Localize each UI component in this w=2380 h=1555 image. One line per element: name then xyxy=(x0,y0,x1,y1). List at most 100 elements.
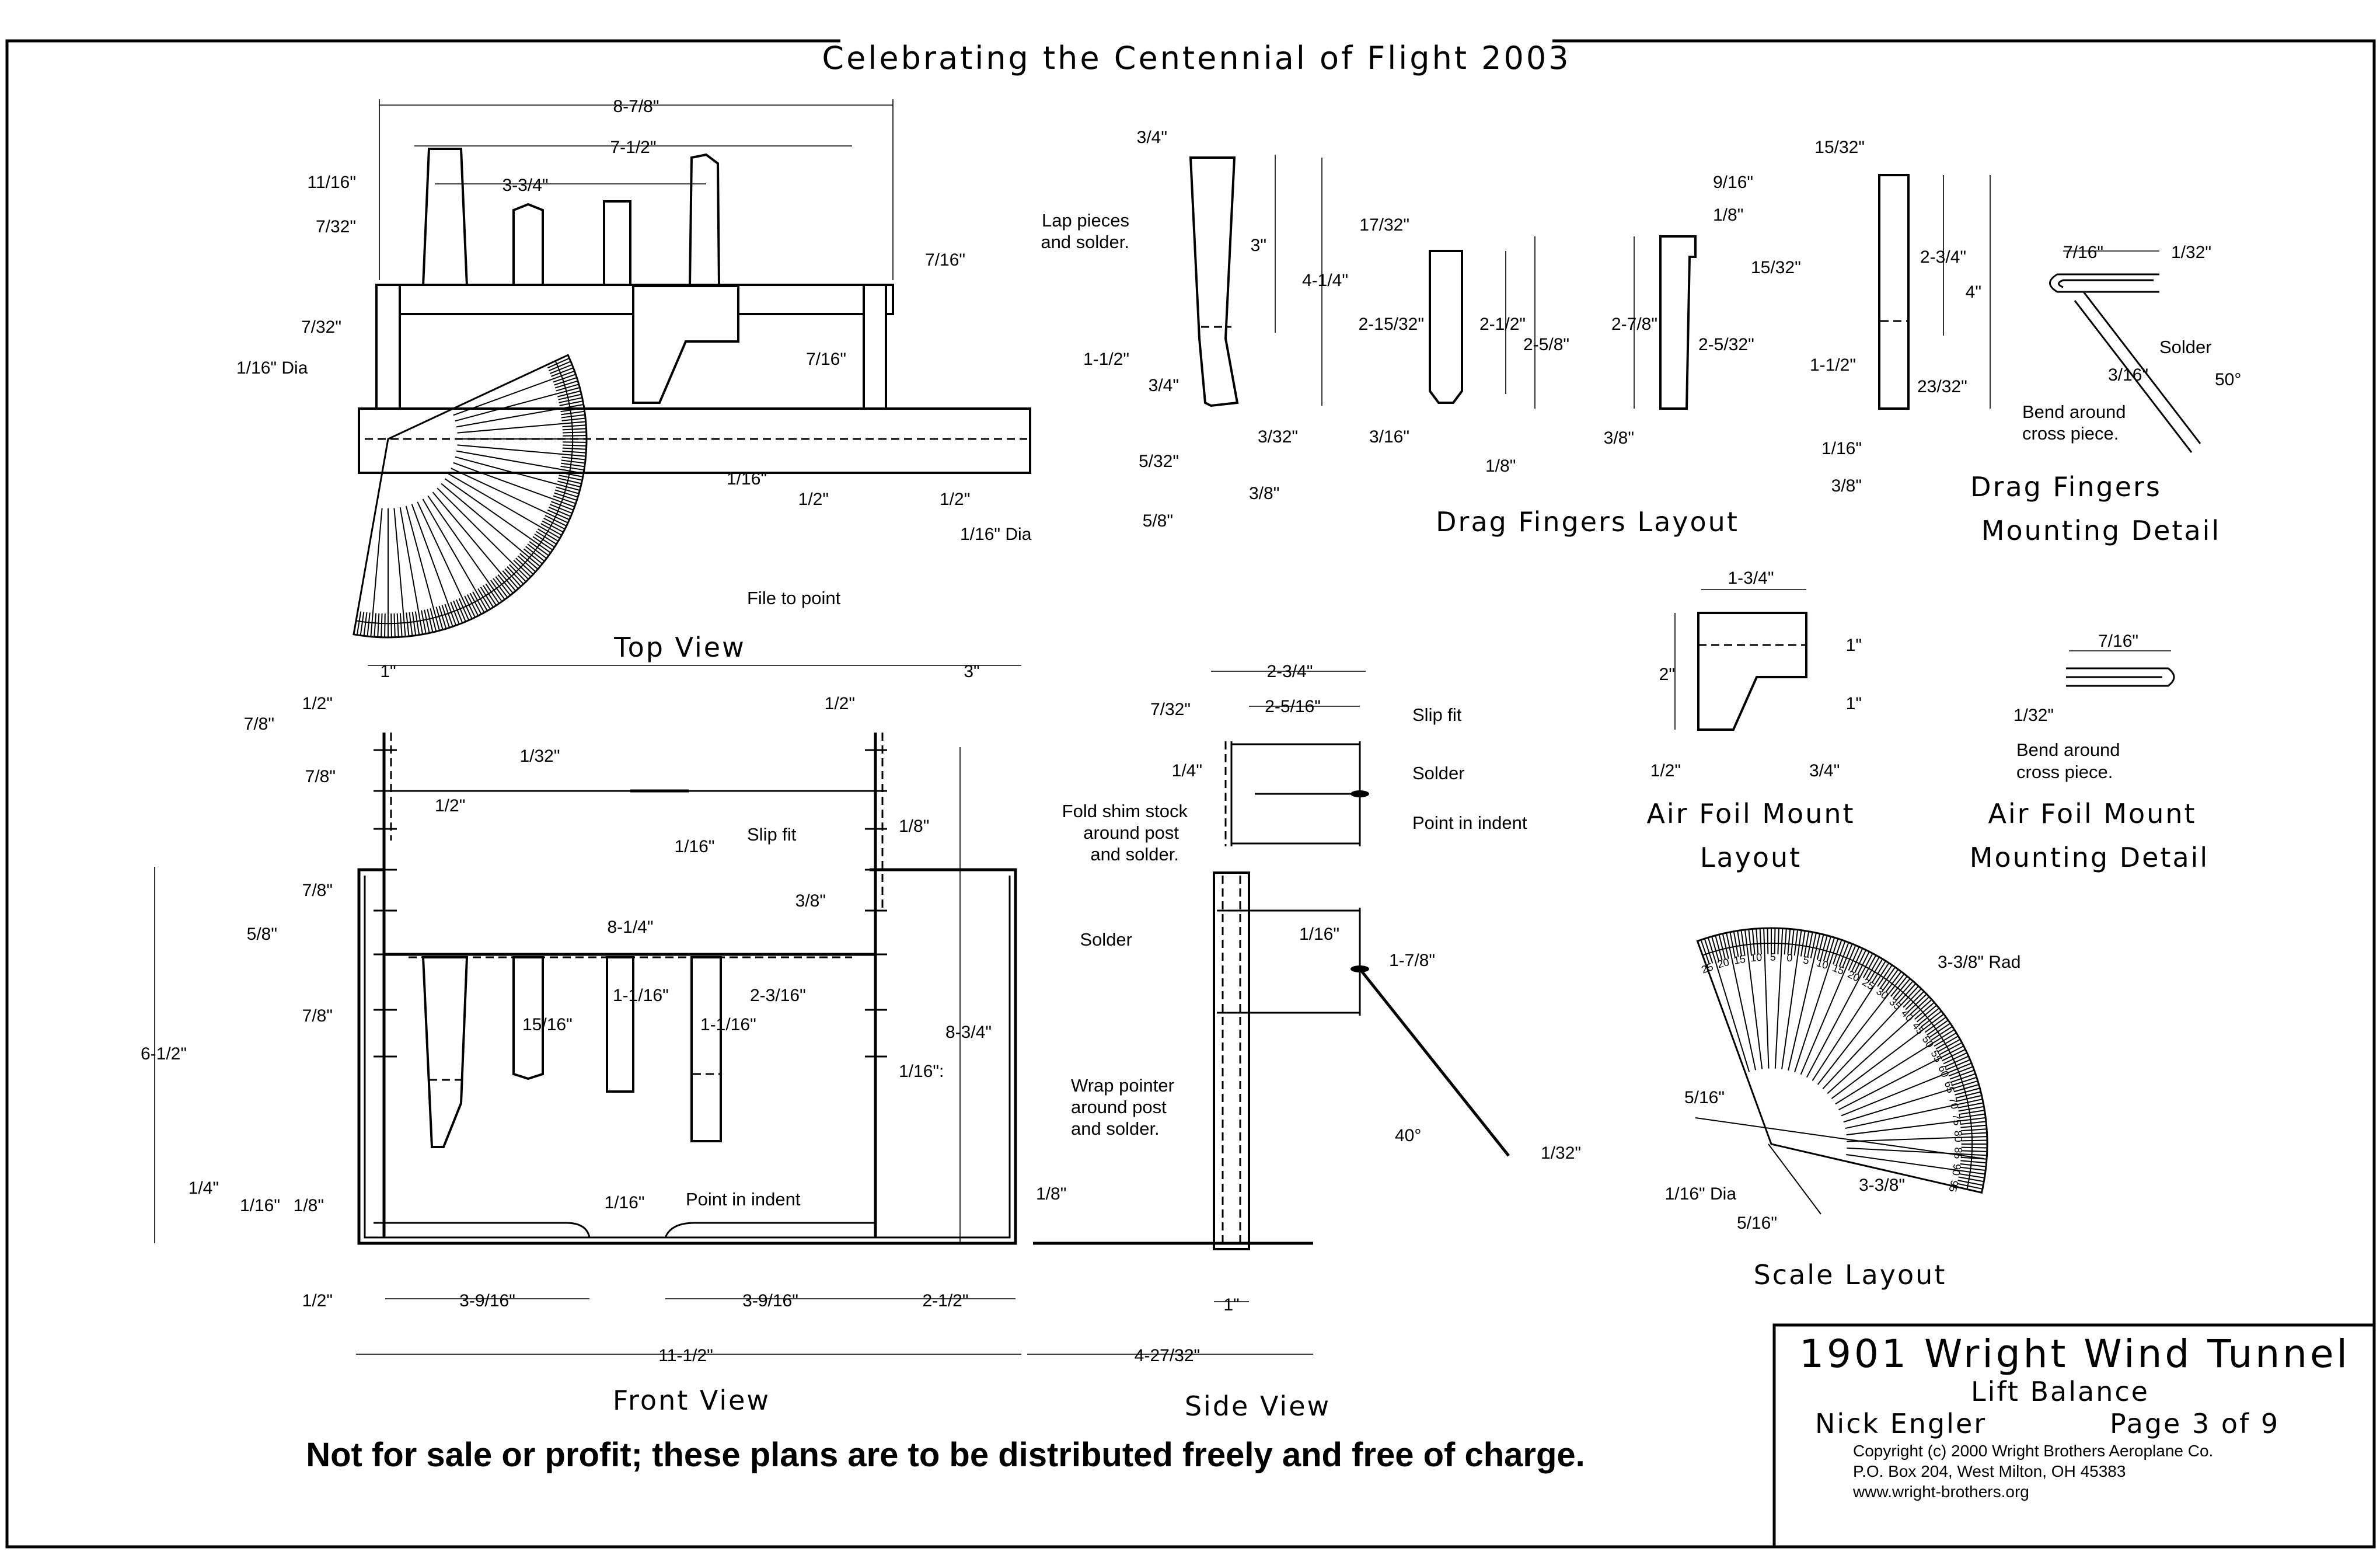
protractor-tick xyxy=(1851,948,1863,972)
protractor-tick xyxy=(556,486,580,494)
protractor-tick xyxy=(562,447,587,450)
protractor-tick xyxy=(1806,953,1873,1078)
protractor-tick xyxy=(542,520,564,533)
dim-df-3-8-c: 3/8" xyxy=(1831,476,1862,496)
distribution-notice: Not for sale or profit; these plans are … xyxy=(306,1436,1585,1474)
protractor-tick xyxy=(1791,929,1795,956)
protractor-tick xyxy=(1807,932,1813,958)
dim-fv-1-2-left: 1/2" xyxy=(302,694,333,713)
note-amd-bend-1: Bend around xyxy=(2016,740,2120,760)
protractor-tick xyxy=(515,557,534,575)
protractor-outline xyxy=(353,354,588,639)
dim-sc-3-3-8: 3-3/8" xyxy=(1859,1176,1905,1195)
protractor-tick xyxy=(1816,934,1824,960)
title-block-copyright: Copyright (c) 2000 Wright Brothers Aerop… xyxy=(1853,1442,2213,1460)
scale-number: 35 xyxy=(1887,996,1903,1012)
protractor-tick xyxy=(480,587,494,608)
dim-sc-rad: 3-3/8" Rad xyxy=(1938,953,2020,972)
protractor-tick xyxy=(1844,1160,1982,1194)
protractor-tick xyxy=(1823,936,1831,962)
protractor-tick xyxy=(1937,1038,1961,1053)
protractor-tick xyxy=(1948,1066,1973,1077)
protractor-tick xyxy=(1838,942,1849,967)
protractor-tick xyxy=(1722,933,1729,959)
protractor-tick xyxy=(550,504,573,514)
protractor-tick xyxy=(466,594,479,616)
dim-df-2-1-2: 2-1/2" xyxy=(1479,315,1526,334)
protractor-tick xyxy=(537,528,559,542)
dim-7-1-2: 7-1/2" xyxy=(610,138,656,157)
protractor-tick xyxy=(1788,933,1821,1071)
protractor-tick xyxy=(360,612,365,636)
dim-7-16-b: 7/16" xyxy=(806,350,846,369)
protractor-tick xyxy=(1958,1106,1984,1112)
protractor-tick xyxy=(562,428,587,431)
protractor-tick xyxy=(1934,1032,1957,1047)
protractor-tick xyxy=(1959,1113,1985,1118)
top-base-bar xyxy=(358,407,1031,474)
protractor-tick xyxy=(455,456,580,491)
dim-sv-1-4: 1/4" xyxy=(1172,761,1202,780)
protractor-tick xyxy=(556,383,580,392)
dim-fv-1-32: 1/32" xyxy=(519,747,560,766)
dim-am-1-b: 1" xyxy=(1846,694,1862,713)
protractor-tick xyxy=(374,613,377,637)
protractor-tick xyxy=(485,583,500,604)
side-main-post xyxy=(1213,871,1250,1250)
dim-fv-1-8-bottom: 1/8" xyxy=(294,1196,324,1215)
protractor-tick xyxy=(399,507,424,635)
dim-df-1-1-2-b: 1-1/2" xyxy=(1810,355,1856,375)
protractor-tick xyxy=(1800,945,1856,1075)
protractor-tick xyxy=(1918,1007,1940,1025)
dim-df-2-5-8: 2-5/8" xyxy=(1523,335,1569,354)
dim-sv-40: 40° xyxy=(1395,1126,1421,1145)
dim-df-3-8: 3/8" xyxy=(1249,484,1279,503)
dim-sc-5-16-b: 5/16" xyxy=(1737,1214,1777,1233)
protractor-tick xyxy=(1957,1102,1984,1108)
protractor-tick xyxy=(411,504,457,626)
protractor-tick xyxy=(540,523,562,536)
front-finger-1 xyxy=(421,956,469,1148)
protractor-tick xyxy=(561,459,585,464)
dim-1-16-dia-left: 1/16" Dia xyxy=(236,358,308,378)
dim-df-3-16: 3/16" xyxy=(1369,427,1409,447)
top-finger-4 xyxy=(688,153,721,287)
protractor-tick xyxy=(529,541,549,556)
dim-df-1-1-2: 1-1/2" xyxy=(1083,350,1129,369)
protractor-tick xyxy=(1930,1026,1953,1041)
protractor-tick xyxy=(422,498,488,611)
protractor-tick xyxy=(477,588,491,609)
dim-1-16: 1/16" xyxy=(727,469,767,489)
dim-fv-1-8-top: 1/8" xyxy=(899,817,929,836)
protractor-tick xyxy=(559,400,583,406)
protractor-tick xyxy=(444,478,552,553)
protractor-tick xyxy=(543,517,566,530)
protractor-tick xyxy=(455,387,580,422)
protractor-tick xyxy=(547,509,570,521)
top-finger-1 xyxy=(421,148,469,287)
protractor-tick xyxy=(1781,930,1802,1069)
note-dm-bend-1: Bend around xyxy=(2022,402,2126,422)
note-fv-wrap-3: and solder. xyxy=(1071,1118,1160,1139)
dim-df-4: 4" xyxy=(1966,283,1981,302)
dim-fv-2-1-2: 2-1/2" xyxy=(922,1291,968,1310)
protractor-tick xyxy=(417,501,473,619)
front-finger-2 xyxy=(512,956,544,1080)
scale-number: 65 xyxy=(1942,1080,1957,1094)
dim-fv-1-8-right: 1/8" xyxy=(1036,1184,1066,1204)
protractor-tick xyxy=(553,374,576,383)
protractor-tick xyxy=(1843,1080,1978,1123)
title-block-page: Page 3 of 9 xyxy=(2110,1408,2280,1439)
protractor-tick xyxy=(495,576,511,596)
dim-df-4-1-4: 4-1/4" xyxy=(1302,271,1348,290)
scale-number: 15 xyxy=(1733,953,1746,967)
dim-df-2-5-32: 2-5/32" xyxy=(1698,335,1754,354)
protractor-tick xyxy=(1810,932,1817,958)
protractor-tick xyxy=(550,364,573,374)
protractor-tick xyxy=(1842,943,1853,968)
protractor-tick xyxy=(1960,1166,1986,1172)
dim-dm-1-32: 1/32" xyxy=(2171,243,2211,262)
dim-df-3-4-top: 3/4" xyxy=(1137,128,1167,147)
protractor-tick xyxy=(1960,1121,1987,1125)
